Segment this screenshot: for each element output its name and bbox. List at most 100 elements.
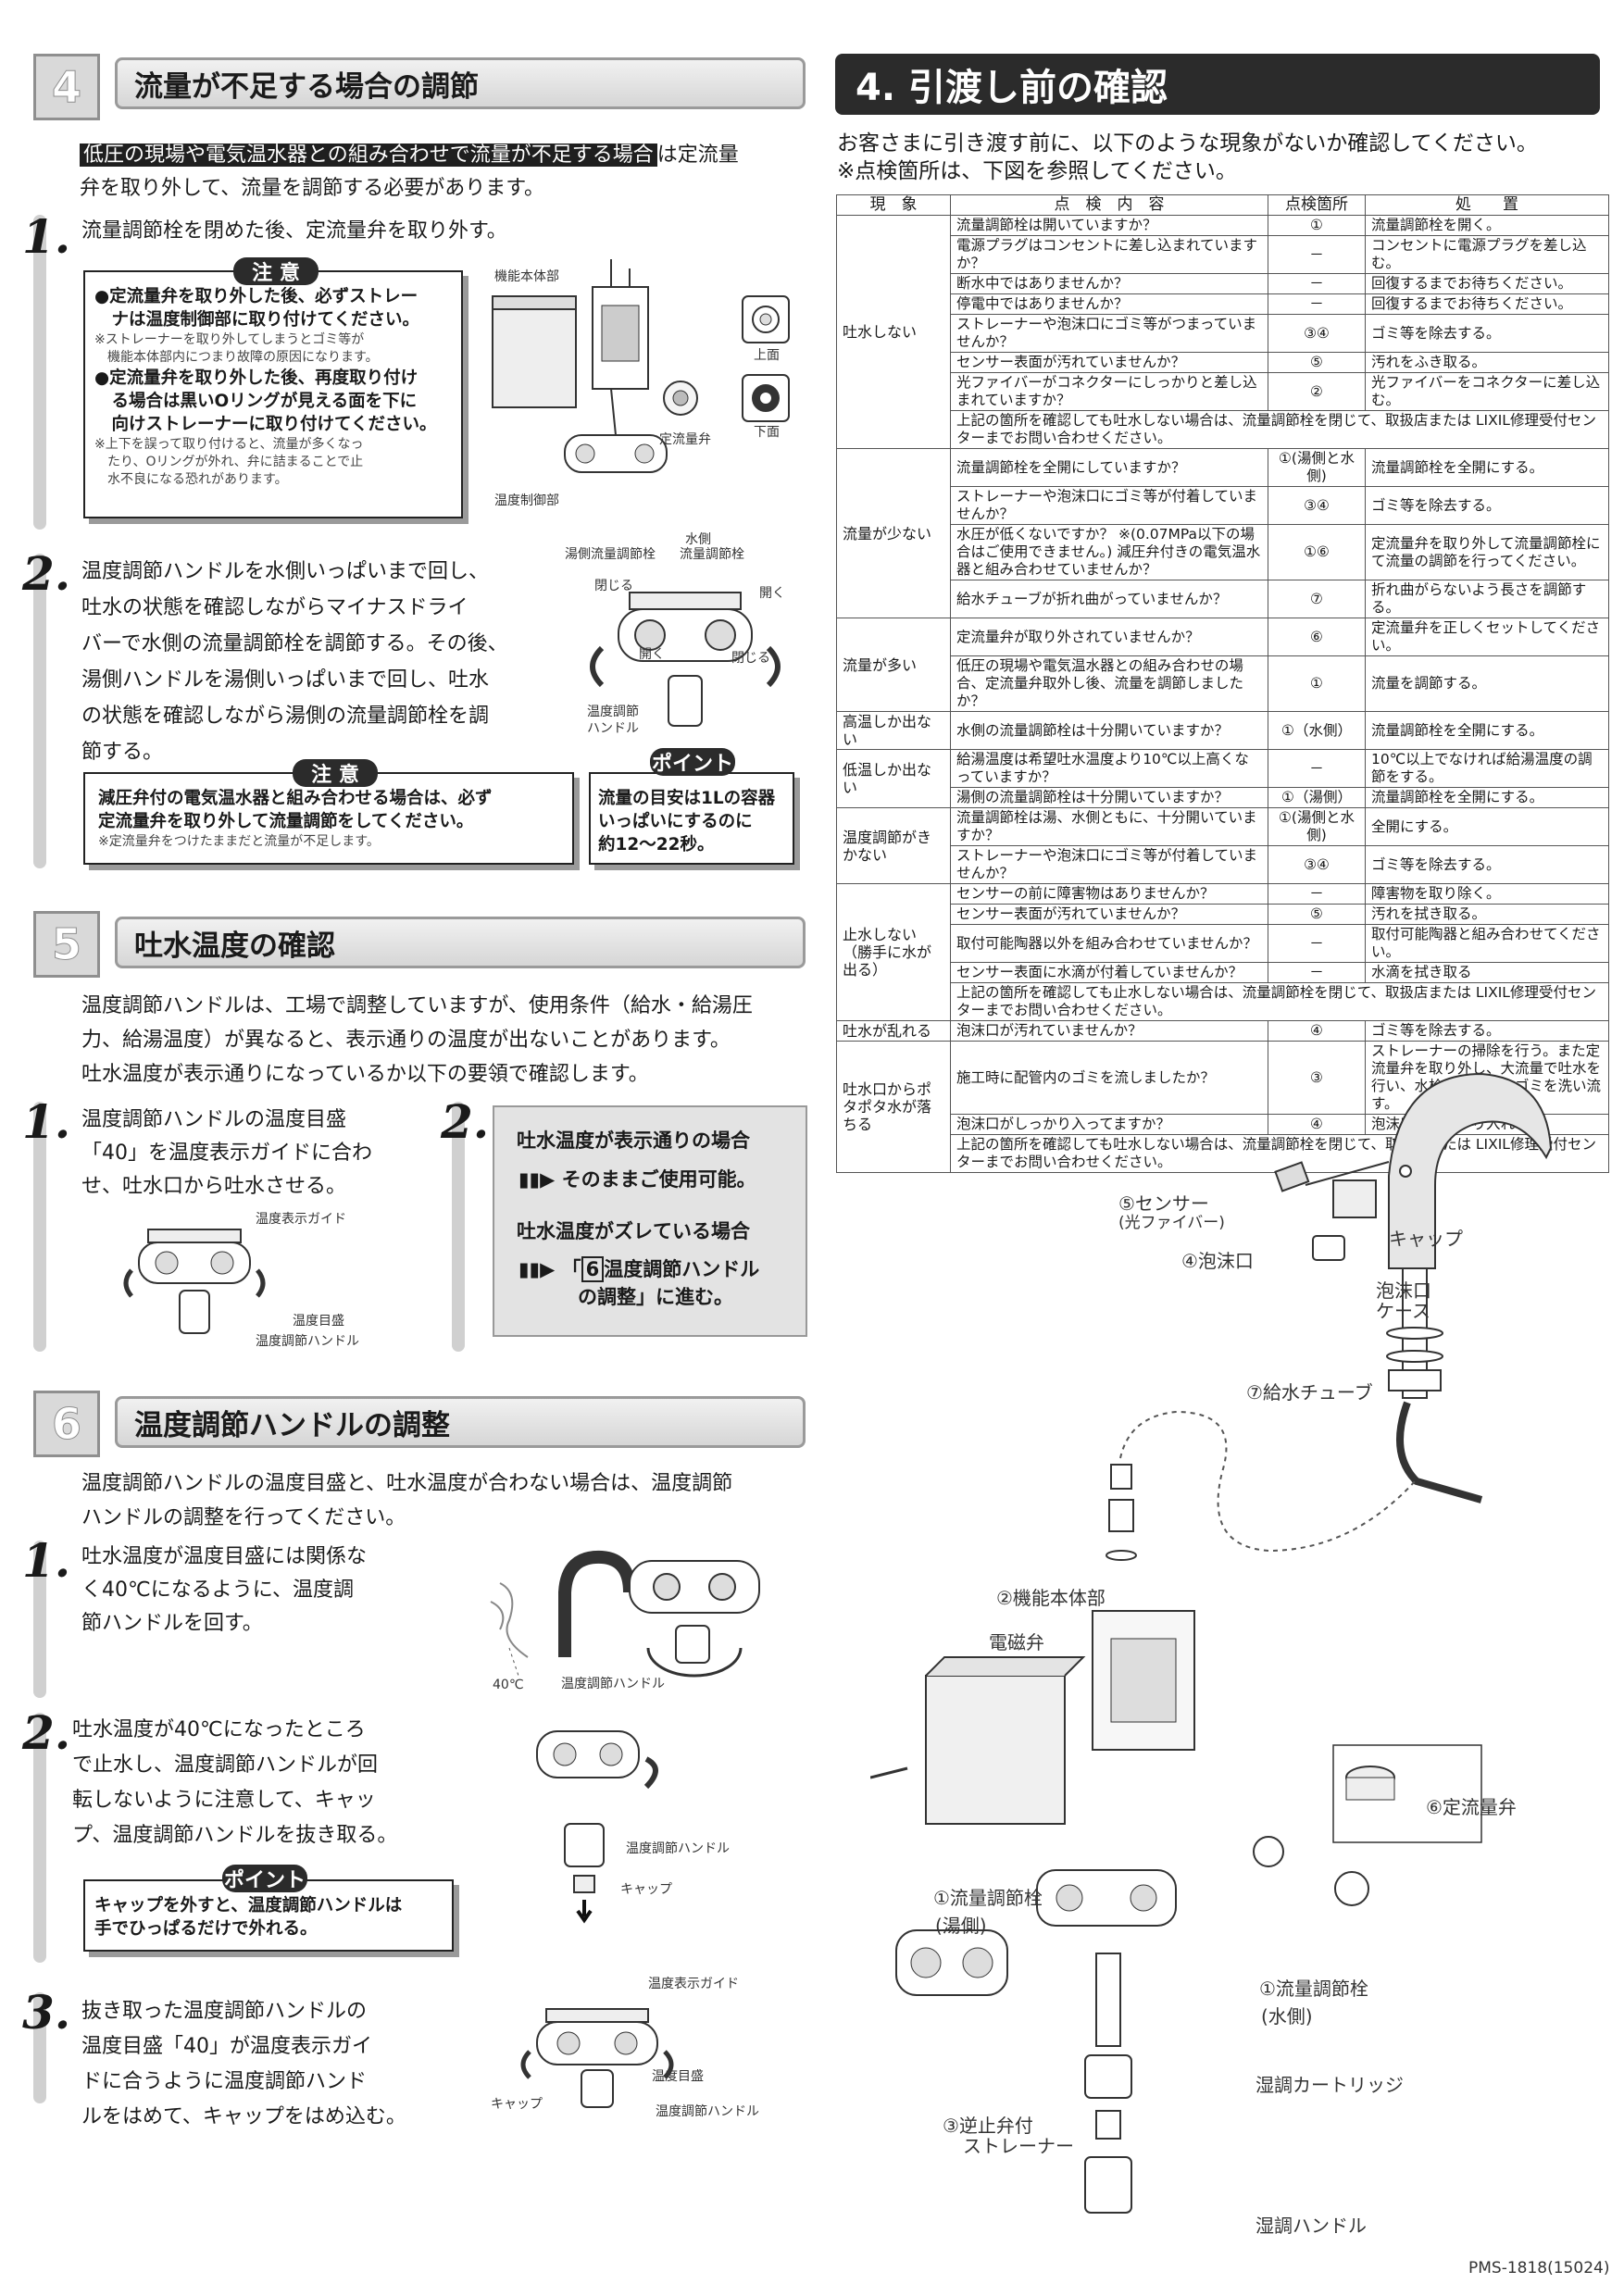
sec4-intro-highlight: 低圧の現場や電気温水器との組み合わせで流量が不足する場合 [80, 144, 657, 167]
fig2-label-open1: 開く [639, 647, 665, 662]
diagram-label-const-valve: ⑥定流量弁 [1426, 1796, 1517, 1818]
section-6-title: 温度調節ハンドルの調整 [115, 1396, 806, 1448]
check-location: ①(湯側と水側) [1268, 448, 1366, 487]
check-location: ① [1268, 655, 1366, 712]
check-action: 流量調節栓を全開にする。 [1365, 711, 1609, 750]
check-action: 流量調節栓を全開にする。 [1365, 448, 1609, 487]
sec6-step1-text: 吐水温度が温度目盛には関係な く40℃になるように、温度調 節ハンドルを回す。 [81, 1545, 368, 1635]
check-phenomenon: 吐水が乱れる [836, 1020, 951, 1042]
check-item: ストレーナーや泡沫口にゴミ等が付着していませんか？ [950, 486, 1268, 525]
check-table-row: 温度調節がきかない流量調節栓は湯、水側ともに、十分開いていますか？①(湯側と水側… [836, 807, 1609, 884]
sec6-intro: 温度調節ハンドルの温度目盛と、吐水温度が合わない場合は、温度調節 ハンドルの調整… [81, 1472, 733, 1529]
sec5-step2-number: 2. [441, 1094, 490, 1149]
check-table-row: 取付可能陶器以外を組み合わせていませんか？－取付可能陶器と組み合わせてください。 [837, 924, 1609, 963]
temp-check-figure [123, 1229, 266, 1334]
diagram-label-flow-hot-sub: (湯側) [935, 1915, 987, 1937]
check-location: ⑦ [1268, 580, 1366, 618]
check-table-row: 流量が少ない流量調節栓を全開にしていますか？①(湯側と水側)流量調節栓を全開にす… [836, 448, 1609, 618]
check-item: 流量調節栓は湯、水側ともに、十分開いていますか？ [950, 807, 1268, 846]
check-phenomenon: 止水しない（勝手に水が出る） [836, 883, 951, 1021]
sec4-step2-bar [33, 554, 46, 868]
check-location: － [1268, 962, 1366, 983]
check-item: センサー表面が汚れていませんか？ [950, 352, 1268, 373]
check-action: コンセントに電源プラグを差し込む。 [1365, 235, 1609, 274]
sec4-step1-number: 1. [22, 209, 71, 264]
sec6-fig3-label-scale: 温度目盛 [652, 2069, 704, 2084]
diagram-label-aerator-case1: 泡沫口 [1376, 1279, 1431, 1302]
check-location: － [1268, 273, 1366, 294]
fig2-label-close2: 閉じる [731, 651, 770, 666]
handle-removal-figure [536, 1730, 658, 1924]
check-table: 現 象 点 検 内 容 点検箇所 処 置 吐水しない流量調節栓は開いていますか？… [836, 194, 1609, 1173]
check-action: 障害物を取り除く。 [1365, 883, 1609, 905]
section-6-number: 6 [33, 1391, 100, 1457]
check-location: ⑤ [1268, 352, 1366, 373]
check-item: 光ファイバーがコネクターにしっかりと差し込まれていますか？ [950, 372, 1268, 411]
check-item: 湯側の流量調節栓は十分開いていますか？ [950, 787, 1268, 808]
check-location: ①（水側） [1268, 711, 1366, 750]
check-item: センサー表面が汚れていませんか？ [950, 904, 1268, 925]
check-item: 給湯温度は希望吐水温度より10℃以上高くなっていますか？ [950, 749, 1268, 788]
section-ref-badge: 6 [581, 1256, 605, 1282]
check-location: － [1268, 293, 1366, 315]
check-action: 全開にする。 [1365, 807, 1609, 846]
sec6-fig3-label-handle: 温度調節ハンドル [656, 2104, 759, 2119]
sec5-fig-label-scale: 温度目盛 [293, 1314, 344, 1329]
check-location: ③④ [1268, 314, 1366, 353]
fig1-label-body: 機能本体部 [494, 269, 559, 284]
fig2-label-close1: 閉じる [594, 579, 633, 593]
diagram-label-strainer: ③逆止弁付 [943, 2115, 1033, 2137]
fig1-label-bottom: 下面 [754, 425, 780, 440]
fig2-label-cold2: 流量調節栓 [680, 547, 744, 562]
check-item: 給水チューブが折れ曲がっていませんか？ [950, 580, 1268, 618]
check-intro-2: ※点検箇所は、下図を参照してください。 [837, 159, 1237, 183]
sec6-fig2-label-cap: キャップ [620, 1882, 672, 1897]
fig1-label-top: 上面 [754, 348, 780, 363]
arrow-right-icon: ▮▮▶ [518, 1168, 556, 1191]
sec6-step2-bar [33, 1713, 46, 1963]
fig2-label-handle1: 温度調節 [587, 705, 639, 719]
diagram-label-solenoid: 電磁弁 [989, 1631, 1044, 1653]
check-location: ② [1268, 372, 1366, 411]
check-table-row: 電源プラグはコンセントに差し込まれていますか？－コンセントに電源プラグを差し込む… [837, 235, 1609, 274]
diagram-label-flow-cold: ①流量調節栓 [1259, 1978, 1368, 2000]
sec4-point-tag: ポイント [650, 748, 735, 776]
faucet-adjust-figure [490, 1550, 760, 1678]
section-5-title: 吐水温度の確認 [115, 917, 806, 968]
fig2-label-open2: 開く [759, 586, 785, 601]
check-action: 流量を調節する。 [1365, 655, 1609, 712]
sec4-step2-number: 2. [22, 546, 71, 601]
sec6-fig3-label-guide: 温度表示ガイド [648, 1977, 739, 1991]
flow-adjust-figure [590, 592, 781, 727]
check-action: 回復するまでお待ちください。 [1365, 273, 1609, 294]
flow-valve-figure [492, 259, 790, 473]
check-item: 水側の流量調節栓は十分開いていますか？ [950, 711, 1268, 750]
check-table-note-row: 上記の箇所を確認しても吐水しない場合は、流量調節栓を閉じて、取扱店または LIX… [837, 410, 1609, 449]
section-5-number: 5 [33, 911, 100, 978]
sec5-fig-label-handle: 温度調節ハンドル [256, 1334, 359, 1349]
sec4-caution2-tag: 注 意 [293, 759, 378, 787]
sec6-point-tag: ポイント [222, 1865, 307, 1892]
sec5-step2-panel: 吐水温度が表示通りの場合 ▮▮▶ そのままご使用可能。 吐水温度がズレている場合… [493, 1105, 807, 1337]
diagram-label-body: ②機能本体部 [996, 1587, 1106, 1609]
sec4-caution-box: ●定流量弁を取り外した後、必ずストレー ナは温度制御部に取り付けてください。 ※… [83, 270, 463, 518]
diagram-label-sensor: ⑤センサー [1118, 1192, 1209, 1215]
fig1-label-ctrl: 温度制御部 [494, 493, 559, 508]
diagram-label-aerator: ④泡沫口 [1181, 1250, 1254, 1272]
check-location: ③④ [1268, 845, 1366, 884]
check-item: ストレーナーや泡沫口にゴミ等がつまっていませんか？ [950, 314, 1268, 353]
check-table-row: 湯側の流量調節栓は十分開いていますか？①（湯側）流量調節栓を全開にする。 [837, 787, 1609, 808]
check-section-title: 4. 引渡し前の確認 [835, 54, 1600, 115]
sec6-step3-text: 抜き取った温度調節ハンドルの 温度目盛「40」が温度表示ガイ ドに合うように温度… [81, 2000, 406, 2128]
diagram-label-strainer-sub: ストレーナー [963, 2135, 1074, 2157]
check-action: ゴミ等を除去する。 [1365, 486, 1609, 525]
diagram-label-flow-hot: ①流量調節栓 [933, 1887, 1043, 1909]
fig2-label-cold1: 水側 [685, 532, 711, 547]
check-item: 停電中ではありませんか？ [950, 293, 1268, 315]
sec6-step3-bar [33, 1992, 46, 2103]
check-phenomenon: 温度調節がきかない [836, 807, 951, 884]
